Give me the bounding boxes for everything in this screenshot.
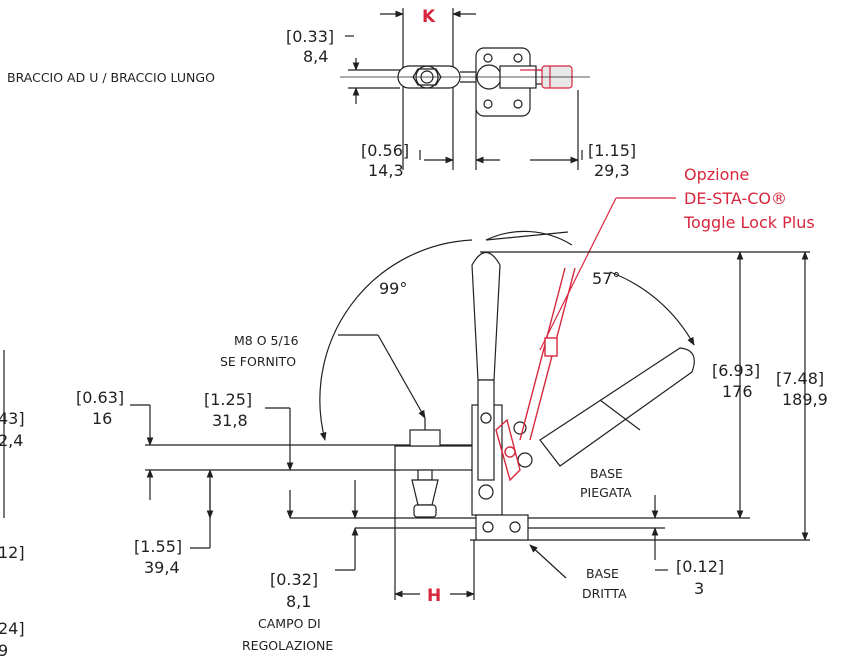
dim-b-inch: [0.56] bbox=[361, 141, 409, 160]
dim-a-mm: 8,4 bbox=[303, 47, 328, 66]
dim-d1-inch: [0.63] bbox=[76, 388, 124, 407]
thread-line-1: M8 O 5/16 bbox=[234, 333, 299, 348]
dim-d5-mm: 3 bbox=[694, 579, 704, 598]
dim-c-mm: 29,3 bbox=[594, 161, 630, 180]
option-line-1: Opzione bbox=[684, 165, 749, 184]
dim-h2-mm: 189,9 bbox=[782, 390, 828, 409]
dim-a-inch: [0.33] bbox=[286, 27, 334, 46]
dim-d2-mm: 31,8 bbox=[212, 411, 248, 430]
h-label: H bbox=[427, 586, 441, 606]
range-line-1: CAMPO DI bbox=[258, 616, 321, 631]
dim-h2-inch: [7.48] bbox=[776, 369, 824, 388]
dim-d5-inch: [0.12] bbox=[676, 557, 724, 576]
angle-99: 99° bbox=[379, 279, 407, 298]
option-callout-leader bbox=[539, 197, 676, 351]
base-straight-2: DRITTA bbox=[582, 586, 627, 601]
dim-d1-mm: 16 bbox=[92, 409, 112, 428]
clipped-b: 2,4 bbox=[0, 431, 23, 450]
angle-57: 57° bbox=[592, 269, 620, 288]
k-label: K bbox=[422, 7, 436, 27]
dim-d3-mm: 39,4 bbox=[144, 558, 180, 577]
toggle-lock-linkage bbox=[495, 267, 576, 482]
range-line-2: REGOLAZIONE bbox=[242, 638, 333, 653]
side-view bbox=[130, 230, 810, 600]
top-view bbox=[340, 8, 590, 170]
thread-line-2: SE FORNITO bbox=[220, 354, 296, 369]
dim-d4-inch: [0.32] bbox=[270, 570, 318, 589]
option-line-3: Toggle Lock Plus bbox=[683, 213, 815, 232]
clipped-c: 12] bbox=[0, 543, 25, 562]
clipped-e: 9 bbox=[0, 641, 8, 660]
dim-b-mm: 14,3 bbox=[368, 161, 404, 180]
base-straight-1: BASE bbox=[586, 566, 619, 581]
base-bent-1: BASE bbox=[590, 466, 623, 481]
arm-label: BRACCIO AD U / BRACCIO LUNGO bbox=[7, 70, 215, 85]
clipped-a: 43] bbox=[0, 409, 25, 428]
option-line-2: DE-STA-CO® bbox=[684, 189, 787, 208]
dim-h1-inch: [6.93] bbox=[712, 361, 760, 380]
dim-h1-mm: 176 bbox=[722, 382, 753, 401]
dim-d3-inch: [1.55] bbox=[134, 537, 182, 556]
base-bent-2: PIEGATA bbox=[580, 485, 632, 500]
dim-d4-mm: 8,1 bbox=[286, 592, 311, 611]
dim-d2-inch: [1.25] bbox=[204, 390, 252, 409]
dim-c-inch: [1.15] bbox=[588, 141, 636, 160]
clipped-d: 24] bbox=[0, 619, 25, 638]
